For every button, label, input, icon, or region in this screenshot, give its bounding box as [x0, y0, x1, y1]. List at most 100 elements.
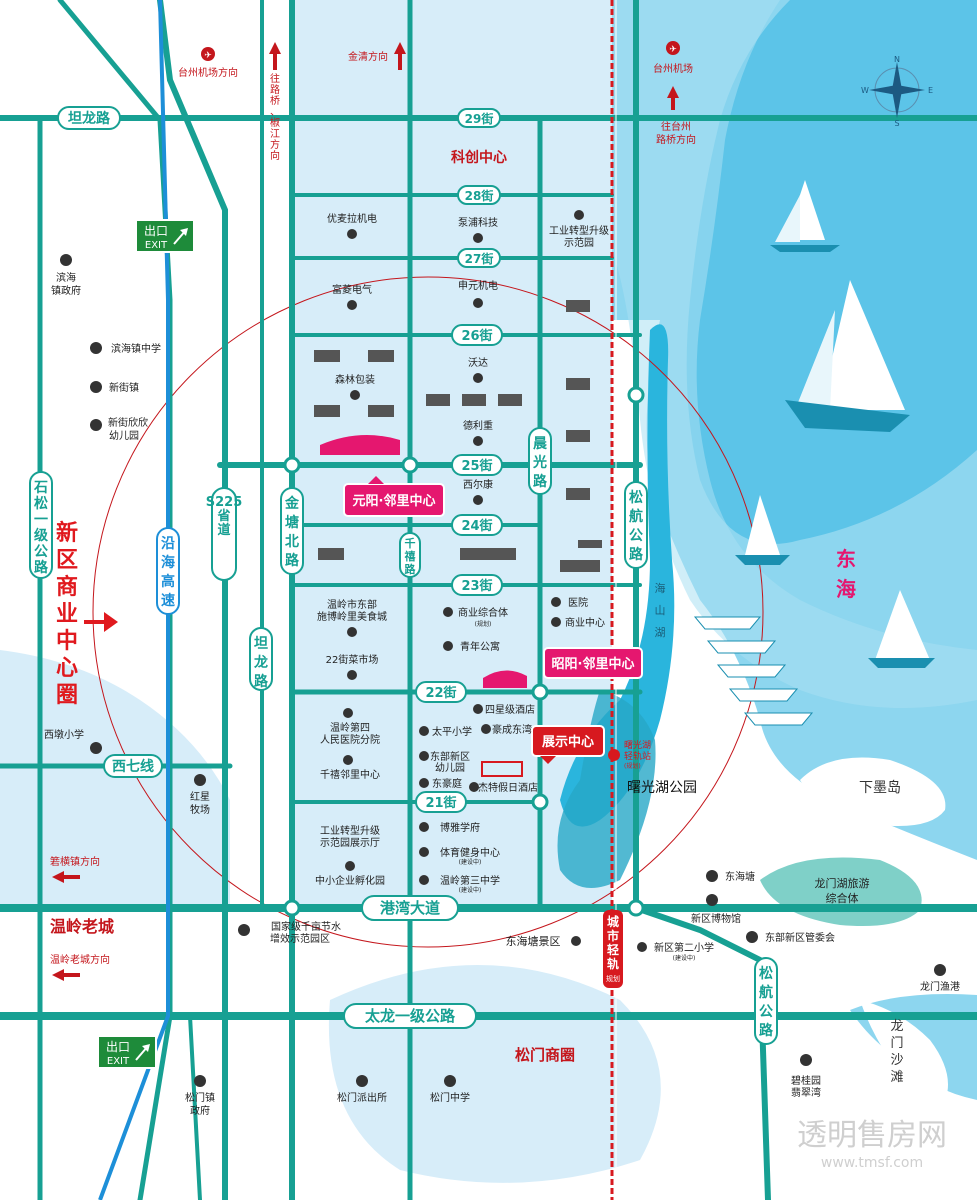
watermark-url: www.tmsf.com	[821, 1155, 923, 1171]
svg-text:W: W	[861, 86, 869, 95]
svg-text:新区第二小学: 新区第二小学	[654, 941, 714, 954]
svg-text:龙门渔港: 龙门渔港	[920, 980, 960, 993]
svg-text:森林包装: 森林包装	[335, 373, 375, 386]
core-zone	[292, 0, 612, 905]
sailboat-icon	[868, 590, 935, 668]
svg-text:新区博物馆: 新区博物馆	[691, 912, 741, 925]
svg-text:EXIT: EXIT	[145, 240, 168, 251]
svg-text:滨海: 滨海	[56, 271, 76, 284]
road-label-24: 24街	[451, 514, 503, 536]
svg-text:政府: 政府	[190, 1104, 210, 1117]
svg-text:施博岭里美食城: 施博岭里美食城	[317, 610, 387, 623]
poi-icon	[473, 495, 483, 505]
poi-icon	[443, 641, 453, 651]
svg-text:(规划): (规划)	[475, 620, 492, 628]
svg-text:(建设中): (建设中)	[459, 886, 482, 894]
star-icon	[356, 1075, 368, 1087]
svg-text:牧场: 牧场	[190, 803, 210, 816]
svg-text:21街: 21街	[425, 795, 456, 811]
svg-text:富菱电气: 富菱电气	[332, 283, 372, 296]
svg-text:增效示范园区: 增效示范园区	[270, 932, 330, 945]
poi-icon	[347, 300, 357, 310]
sailboat-icon	[735, 495, 790, 565]
poi-icon	[481, 724, 491, 734]
svg-text:昭阳·邻里中心: 昭阳·邻里中心	[552, 656, 635, 672]
port-icon	[934, 964, 946, 976]
svg-text:幼儿园: 幼儿园	[109, 429, 139, 442]
svg-text:(建设中): (建设中)	[459, 858, 482, 866]
train-icon	[608, 749, 620, 761]
poi-icon	[473, 373, 483, 383]
svg-text:翡翠湾: 翡翠湾	[791, 1086, 821, 1099]
svg-text:综合体: 综合体	[826, 891, 859, 905]
svg-text:温岭第四: 温岭第四	[330, 721, 370, 734]
svg-text:晨光路: 晨光路	[532, 436, 548, 490]
tech-center-label: 科创中心	[451, 149, 507, 166]
svg-text:松门镇: 松门镇	[185, 1091, 215, 1104]
yuanyang-center[interactable]: 元阳·邻里中心	[320, 435, 445, 517]
school-icon	[419, 875, 429, 885]
svg-text:曙光湖: 曙光湖	[624, 739, 651, 751]
svg-text:往路桥、椒江方向: 往路桥、椒江方向	[270, 72, 280, 162]
svg-text:温岭第三中学: 温岭第三中学	[440, 874, 500, 887]
svg-text:26街: 26街	[461, 328, 492, 344]
svg-text:千禧邻里中心: 千禧邻里中心	[320, 768, 380, 781]
sailboat-icon	[785, 280, 910, 432]
road-label-qianxi: 千禧路	[399, 532, 421, 578]
svg-text:28街: 28街	[465, 188, 494, 203]
road-label-28: 28街	[457, 185, 501, 205]
shallow-sea	[612, 0, 977, 708]
svg-text:25街: 25街	[461, 458, 492, 474]
star-icon	[90, 381, 102, 393]
wenling-old-label: 温岭老城	[49, 917, 114, 936]
poi-icon	[443, 607, 453, 617]
school-icon	[419, 822, 429, 832]
school-icon	[419, 751, 429, 761]
svg-text:医院: 医院	[568, 596, 588, 609]
zhaoyang-center[interactable]: 昭阳·邻里中心	[483, 647, 643, 688]
svg-text:新街欣欣: 新街欣欣	[108, 416, 148, 429]
star-icon	[706, 870, 718, 882]
compass-icon: N S E W	[861, 55, 933, 128]
svg-text:龙门湖旅游: 龙门湖旅游	[815, 876, 870, 890]
svg-text:台州机场方向: 台州机场方向	[178, 66, 238, 79]
svg-text:商业中心: 商业中心	[565, 616, 605, 629]
svg-text:22街菜市场: 22街菜市场	[326, 653, 379, 666]
road-label-tanlong-top: 坦龙路	[57, 106, 121, 130]
svg-text:松门中学: 松门中学	[430, 1091, 470, 1104]
xiamo-label: 下墨岛	[859, 780, 901, 796]
showroom-center[interactable]: 展示中心	[481, 725, 605, 777]
road-label-yanhai: 沿海高速	[156, 527, 180, 615]
svg-text:规划: 规划	[606, 974, 620, 983]
svg-text:24街: 24街	[461, 518, 492, 534]
svg-text:红星: 红星	[190, 790, 210, 803]
svg-text:青年公寓: 青年公寓	[460, 640, 500, 653]
arrow-up-1	[269, 42, 281, 54]
gear-icon	[574, 210, 584, 220]
road-label-tailong: 太龙一级公路	[343, 1003, 477, 1029]
factory-icons	[314, 300, 602, 572]
school-icon	[90, 419, 102, 431]
svg-text:滨海镇中学: 滨海镇中学	[111, 342, 161, 355]
new-district-label: 新区商业中心圈	[56, 520, 78, 708]
sailboat-icon	[770, 180, 840, 252]
svg-text:S: S	[894, 119, 899, 128]
road-label-tanlong-v: 坦龙路	[249, 627, 273, 691]
expressway-line	[98, 0, 170, 1201]
hospital-icon	[343, 708, 353, 718]
road-label-21: 21街	[415, 791, 467, 813]
svg-text:东部新区管委会: 东部新区管委会	[765, 931, 835, 944]
svg-text:国家级千亩节水: 国家级千亩节水	[271, 920, 341, 933]
svg-text:优麦拉机电: 优麦拉机电	[327, 212, 377, 225]
arrow-up-2	[394, 42, 406, 54]
svg-text:商业综合体: 商业综合体	[458, 606, 508, 619]
poi-icon	[419, 778, 429, 788]
svg-text:申元机电: 申元机电	[458, 279, 498, 292]
svg-text:幼儿园: 幼儿园	[435, 761, 465, 774]
xiamo-island	[800, 757, 946, 826]
svg-text:镇政府: 镇政府	[51, 284, 81, 297]
svg-text:(规划): (规划)	[624, 762, 641, 770]
